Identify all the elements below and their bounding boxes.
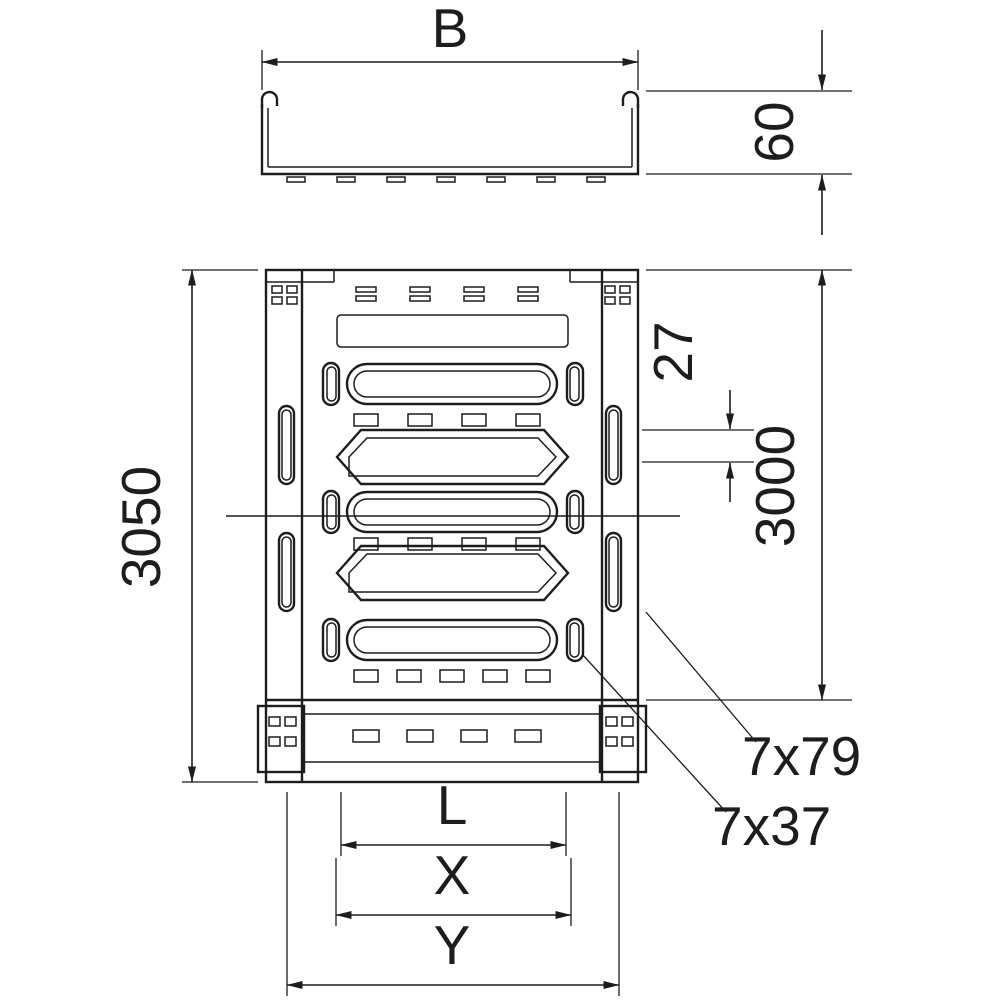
dim-height-60: 60	[646, 30, 852, 235]
left-hook-edge	[260, 90, 279, 108]
coupler-plate-left	[256, 704, 306, 774]
slot-row-2-hex	[335, 428, 570, 486]
dim-width-b: B	[261, 0, 639, 90]
channel-outline	[260, 104, 640, 176]
coupler-plate-right	[598, 704, 648, 774]
slot-row-1	[321, 361, 585, 407]
base-perforation-dashes	[286, 176, 606, 183]
label-embossing-area	[336, 314, 569, 348]
rung-row-a	[353, 413, 541, 427]
dim-label-total-3050: 3050	[110, 466, 172, 588]
tray-outline	[264, 268, 640, 784]
dim-label-section-3000: 3000	[744, 425, 806, 547]
dim-label-y: Y	[434, 914, 471, 976]
rail-top-perforations	[271, 285, 631, 305]
web-top-perforations	[355, 286, 539, 302]
slot-label-7x79: 7x79	[742, 725, 861, 787]
slot-row-4-hex	[335, 544, 570, 602]
rail-slots-7x79	[277, 404, 623, 613]
dim-l: L	[340, 774, 567, 856]
rung-row-wide	[353, 669, 551, 683]
cross-section-view	[260, 90, 640, 183]
coupler-section	[256, 698, 648, 774]
dim-label-width-b: B	[432, 0, 469, 59]
dim-label-height-60: 60	[743, 101, 805, 162]
dim-label-x: X	[434, 844, 471, 906]
slot-row-3	[321, 489, 585, 535]
dim-section-length-3000: 3000	[646, 269, 852, 701]
dim-y: Y	[286, 792, 620, 996]
right-hook-edge	[621, 90, 640, 108]
dim-slot-pitch-27: 27	[642, 321, 754, 502]
callout-7x79: 7x79	[645, 611, 861, 787]
dim-label-l: L	[437, 774, 468, 836]
plan-view	[226, 268, 680, 784]
dim-total-length-3050: 3050	[110, 269, 258, 783]
slot-label-7x37: 7x37	[712, 795, 831, 857]
slot-row-5	[321, 617, 585, 663]
dim-x: X	[335, 844, 572, 926]
dim-label-pitch-27: 27	[642, 321, 704, 382]
rung-row-b	[353, 537, 541, 551]
callout-7x37: 7x37	[581, 653, 831, 857]
